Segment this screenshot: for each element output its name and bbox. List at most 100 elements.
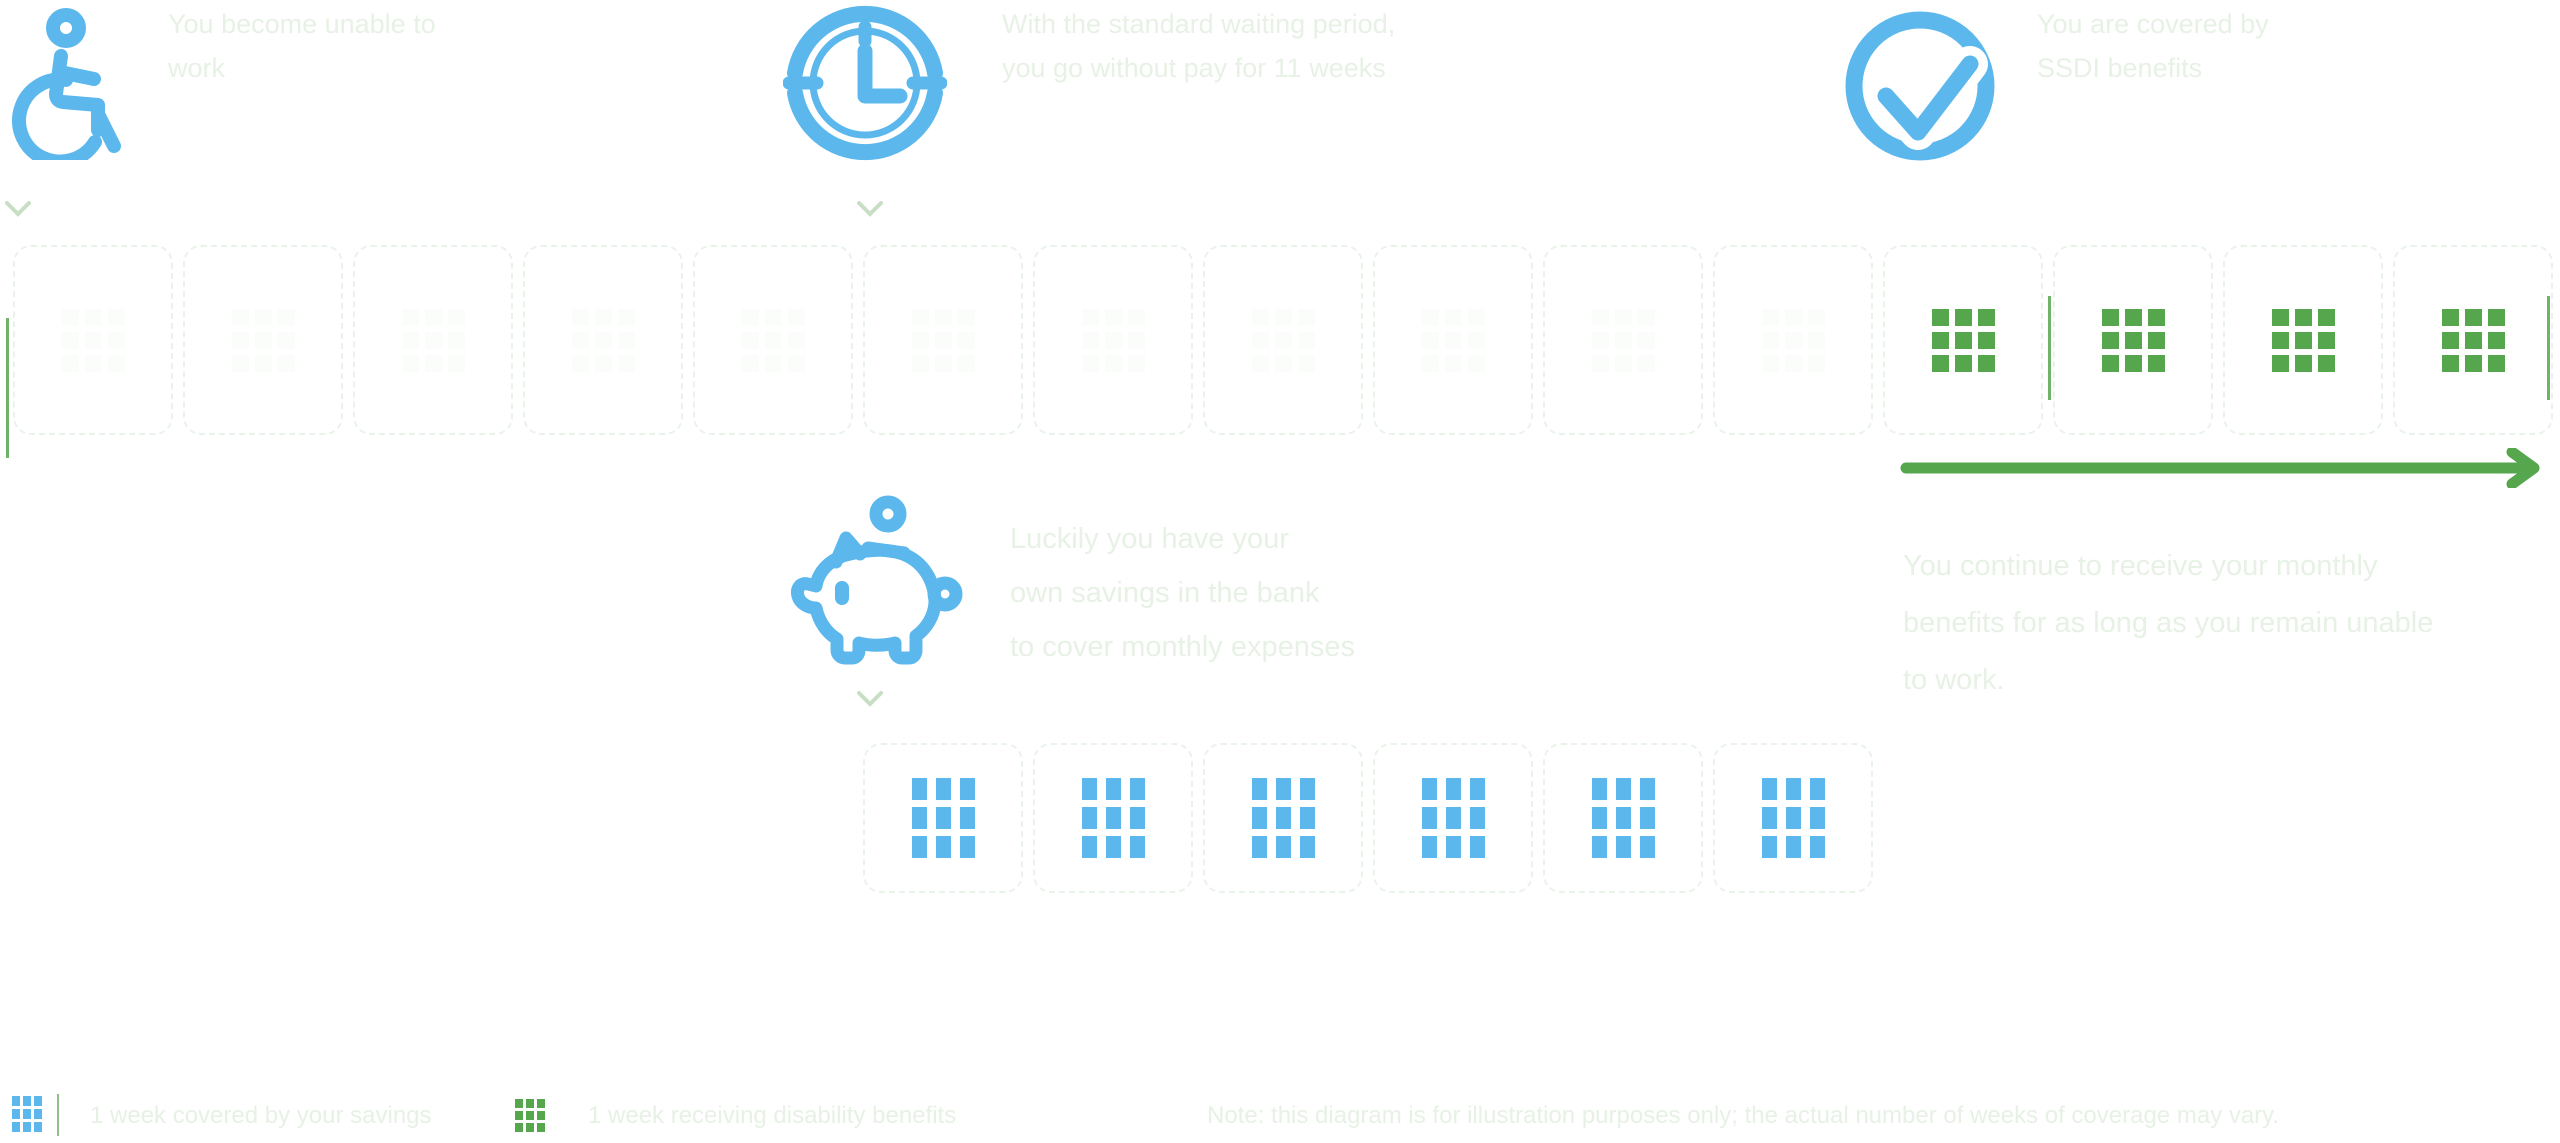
week-dot-grid xyxy=(1931,308,1995,372)
grid-dot xyxy=(34,1122,42,1132)
grid-dot xyxy=(84,354,102,372)
grid-dot xyxy=(935,836,951,858)
timeline-edge-marker xyxy=(6,318,9,458)
legend-divider xyxy=(57,1094,59,1136)
grid-dot xyxy=(537,1099,545,1108)
week-dot-grid xyxy=(1591,778,1655,858)
grid-dot xyxy=(1954,308,1972,326)
week-dot-grid xyxy=(1251,308,1315,372)
step-waiting-text: With the standard waiting period,you go … xyxy=(1002,2,1395,90)
grid-dot xyxy=(1251,836,1267,858)
grid-dot xyxy=(1467,354,1485,372)
grid-dot xyxy=(1251,778,1267,800)
week-box-savings xyxy=(1373,743,1533,893)
week-box-benefit xyxy=(2393,245,2553,435)
grid-dot xyxy=(741,354,759,372)
text-line: benefits for as long as you remain unabl… xyxy=(1903,607,2434,639)
grid-dot xyxy=(935,807,951,829)
grid-dot xyxy=(741,308,759,326)
grid-dot xyxy=(447,308,465,326)
grid-dot xyxy=(23,1122,31,1132)
grid-dot xyxy=(12,1109,20,1119)
continuation-arrow-icon xyxy=(1900,448,2560,488)
grid-dot xyxy=(84,331,102,349)
grid-dot xyxy=(911,331,929,349)
grid-dot xyxy=(2487,354,2505,372)
grid-dot xyxy=(1784,308,1802,326)
text-line: With the standard waiting period, xyxy=(1002,9,1396,39)
grid-dot xyxy=(1251,308,1269,326)
week-box-waiting xyxy=(1373,245,1533,435)
grid-dot xyxy=(2101,331,2119,349)
grid-dot xyxy=(1421,778,1437,800)
week-box-waiting xyxy=(693,245,853,435)
text-line: You are covered by xyxy=(2037,9,2269,39)
grid-dot xyxy=(1615,807,1631,829)
grid-dot xyxy=(957,308,975,326)
grid-dot xyxy=(2317,308,2335,326)
grid-dot xyxy=(617,354,635,372)
grid-dot xyxy=(401,354,419,372)
grid-dot xyxy=(1591,807,1607,829)
grid-dot xyxy=(2294,331,2312,349)
grid-dot xyxy=(934,308,952,326)
grid-dot xyxy=(447,331,465,349)
grid-dot xyxy=(1761,308,1779,326)
grid-dot xyxy=(617,331,635,349)
grid-dot xyxy=(1251,807,1267,829)
grid-dot xyxy=(1081,836,1097,858)
grid-dot xyxy=(1977,354,1995,372)
grid-dot xyxy=(1785,807,1801,829)
grid-dot xyxy=(1104,331,1122,349)
grid-dot xyxy=(1614,354,1632,372)
week-dot-grid xyxy=(61,308,125,372)
grid-dot xyxy=(254,331,272,349)
grid-dot xyxy=(1467,308,1485,326)
grid-dot xyxy=(424,354,442,372)
week-box-waiting xyxy=(1033,245,1193,435)
grid-dot xyxy=(1785,778,1801,800)
grid-dot xyxy=(1129,836,1145,858)
piggy-bank-icon xyxy=(788,492,970,666)
grid-dot xyxy=(1127,354,1145,372)
grid-dot xyxy=(2441,331,2459,349)
grid-dot xyxy=(1081,308,1099,326)
grid-dot xyxy=(1127,308,1145,326)
grid-dot xyxy=(1297,331,1315,349)
grid-dot xyxy=(12,1096,20,1106)
grid-dot xyxy=(231,331,249,349)
chevron-down-icon xyxy=(856,690,884,708)
grid-dot xyxy=(277,308,295,326)
legend-green-dot-grid xyxy=(515,1099,545,1132)
grid-dot xyxy=(911,308,929,326)
grid-dot xyxy=(959,807,975,829)
week-box-waiting xyxy=(523,245,683,435)
grid-dot xyxy=(617,308,635,326)
grid-dot xyxy=(1591,308,1609,326)
savings-row-weeks xyxy=(863,743,1873,893)
grid-dot xyxy=(1445,807,1461,829)
grid-dot xyxy=(2147,331,2165,349)
clock-icon xyxy=(783,3,947,161)
week-dot-grid xyxy=(1591,308,1655,372)
grid-dot xyxy=(1809,807,1825,829)
week-dot-grid xyxy=(1251,778,1315,858)
grid-dot xyxy=(1081,331,1099,349)
grid-dot xyxy=(2464,331,2482,349)
grid-dot xyxy=(741,331,759,349)
grid-dot xyxy=(23,1096,31,1106)
grid-dot xyxy=(1251,331,1269,349)
grid-dot xyxy=(1637,354,1655,372)
grid-dot xyxy=(1421,354,1439,372)
grid-dot xyxy=(764,331,782,349)
grid-dot xyxy=(1274,308,1292,326)
grid-dot xyxy=(2124,354,2142,372)
grid-dot xyxy=(1275,778,1291,800)
grid-dot xyxy=(571,308,589,326)
grid-dot xyxy=(254,354,272,372)
grid-dot xyxy=(1761,331,1779,349)
grid-dot xyxy=(1761,354,1779,372)
grid-dot xyxy=(934,354,952,372)
grid-dot xyxy=(1081,354,1099,372)
